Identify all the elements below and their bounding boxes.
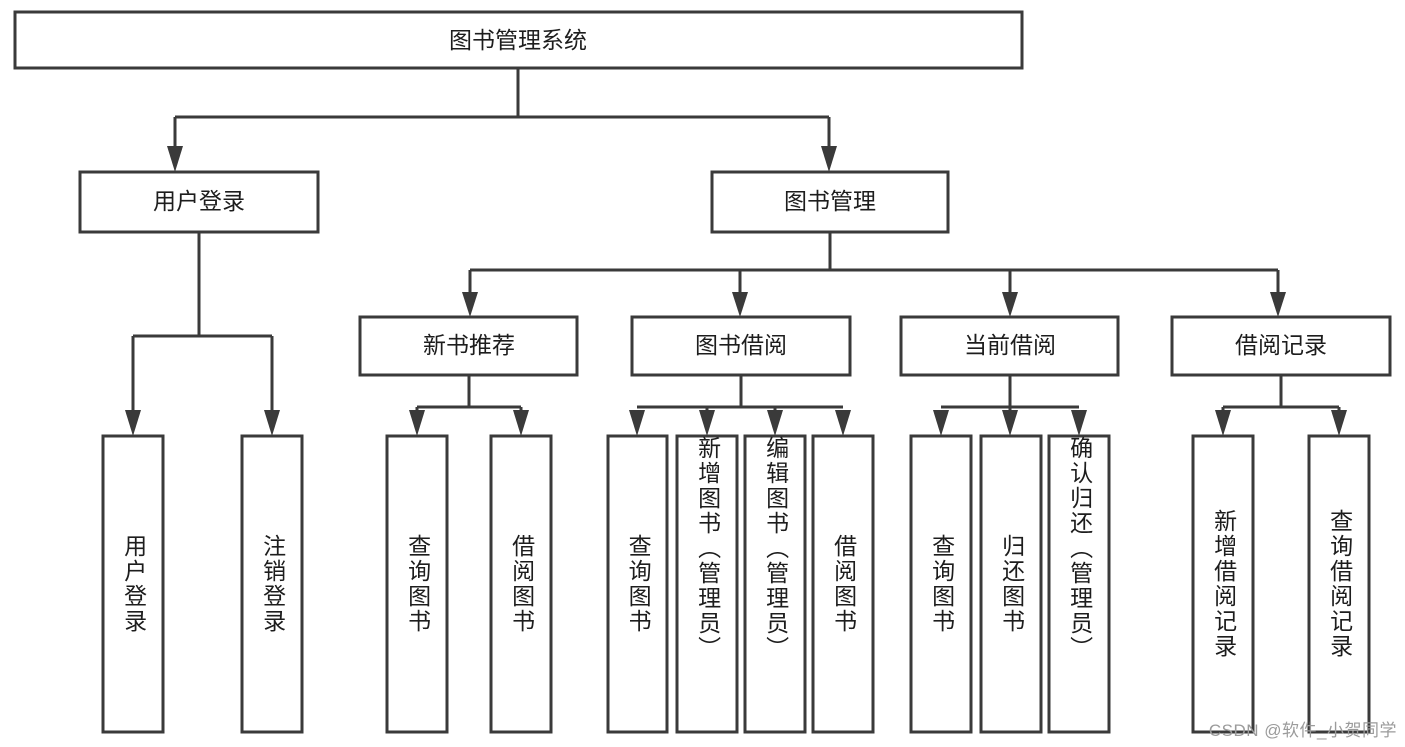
- leaf-node-borrow-record-add[interactable]: [1191, 434, 1255, 734]
- arrow-head-current-borrow-leaf2: [1002, 410, 1018, 436]
- leaf-node-book-borrow-borrow[interactable]: [811, 434, 875, 734]
- node-book-management[interactable]: [710, 170, 950, 234]
- arrow-head-borrow-record: [1270, 292, 1286, 317]
- connector-group-borrow-record: [1215, 375, 1347, 436]
- leaf-node-current-borrow-query[interactable]: [909, 434, 973, 734]
- node-root-label: 图书管理系统: [449, 27, 587, 53]
- node-root-book-management-system[interactable]: [13, 10, 1024, 70]
- arrow-head-book-borrow-leaf2: [699, 410, 715, 436]
- arrow-head-book-borrow: [732, 292, 748, 317]
- connector-group-book-borrow: [629, 375, 851, 436]
- arrow-head-book-mgmt: [821, 146, 837, 172]
- leaf-node-user-login-login[interactable]: [101, 434, 165, 734]
- node-current-borrow[interactable]: [899, 315, 1120, 377]
- arrow-head-current-borrow-leaf1: [933, 410, 949, 436]
- connector-group-current-borrow: [933, 375, 1087, 436]
- node-book-management-label: 图书管理: [784, 188, 876, 214]
- connector-group-root: [167, 68, 837, 172]
- leaf-node-current-borrow-return[interactable]: [979, 434, 1043, 734]
- arrow-head-new-book-leaf1: [409, 410, 425, 436]
- arrow-head-user-login-leaf1: [125, 410, 141, 436]
- node-borrow-record[interactable]: [1170, 315, 1392, 377]
- arrow-head-new-book-leaf2: [513, 410, 529, 436]
- arrow-head-current-borrow-leaf3: [1071, 410, 1087, 436]
- node-new-book-recommend-label: 新书推荐: [423, 332, 515, 358]
- arrow-head-borrow-record-leaf1: [1215, 410, 1231, 436]
- connector-group-user-login: [125, 232, 280, 436]
- connector-group-book-management: [462, 232, 1286, 317]
- leaf-node-current-borrow-confirm[interactable]: [1047, 434, 1111, 734]
- arrow-head-book-borrow-leaf3: [767, 410, 783, 436]
- connector-group-new-book-recommend: [409, 375, 529, 436]
- leaf-node-book-borrow-edit[interactable]: [743, 434, 807, 734]
- node-new-book-recommend[interactable]: [358, 315, 579, 377]
- leaf-node-book-borrow-add[interactable]: [675, 434, 739, 734]
- leaf-node-user-login-logout[interactable]: [240, 434, 304, 734]
- node-current-borrow-label: 当前借阅: [964, 332, 1056, 358]
- arrow-head-current-borrow: [1002, 292, 1018, 317]
- leaf-node-new-book-query[interactable]: [385, 434, 449, 734]
- node-borrow-record-label: 借阅记录: [1235, 332, 1327, 358]
- leaf-node-book-borrow-query[interactable]: [606, 434, 669, 734]
- leaf-node-new-book-borrow[interactable]: [489, 434, 553, 734]
- node-book-borrow-label: 图书借阅: [695, 332, 787, 358]
- node-user-login-label: 用户登录: [153, 188, 245, 214]
- arrow-head-book-borrow-leaf1: [629, 410, 645, 436]
- node-book-borrow[interactable]: [630, 315, 852, 377]
- arrow-head-user-login-leaf2: [264, 410, 280, 436]
- arrow-head-user-login: [167, 146, 183, 172]
- arrow-head-book-borrow-leaf4: [835, 410, 851, 436]
- watermark-text: CSDN @软件_小贺同学: [1208, 721, 1397, 740]
- leaf-node-borrow-record-query[interactable]: [1307, 434, 1371, 734]
- arrow-head-borrow-record-leaf2: [1331, 410, 1347, 436]
- arrow-head-new-book-recommend: [462, 292, 478, 317]
